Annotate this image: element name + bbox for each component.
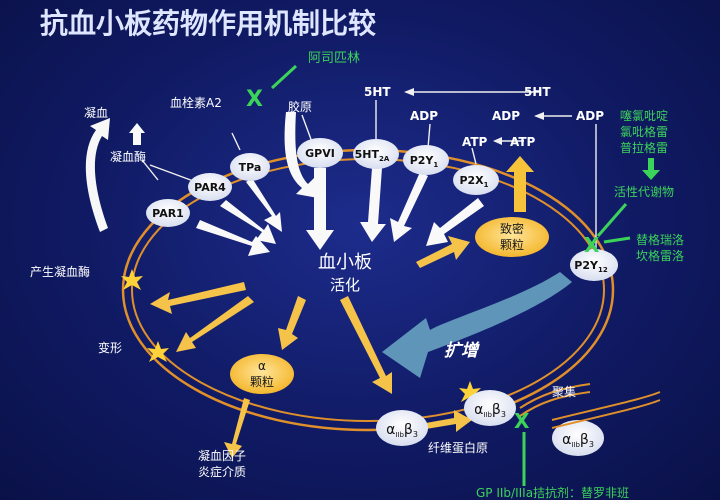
amplification-label: 扩增 bbox=[444, 341, 480, 361]
thienopyridine-label-3: 普拉格雷 bbox=[620, 140, 668, 155]
adp-label-1: ADP bbox=[410, 109, 438, 123]
thienopyridine-label-2: 氯吡格雷 bbox=[620, 124, 668, 139]
arrowhead-icon bbox=[534, 112, 544, 120]
pointer-line bbox=[471, 147, 477, 165]
aspirin-label: 阿司匹林 bbox=[308, 51, 360, 66]
coag-factors-label-2: 炎症介质 bbox=[198, 464, 246, 479]
serotonin-label-top: 5HT bbox=[364, 85, 391, 99]
receptor-p2y12: P2Y12 bbox=[570, 249, 618, 281]
svg-text:P2X1: P2X1 bbox=[459, 174, 488, 189]
secretion-arrows bbox=[150, 236, 472, 458]
fibrinogen-lines bbox=[519, 383, 661, 429]
platelet-activation-label-2: 活化 bbox=[330, 276, 360, 294]
receptor-5ht2a: 5HT2A bbox=[353, 139, 399, 169]
pointer-line bbox=[427, 123, 431, 149]
adp-label-2: ADP bbox=[492, 109, 520, 123]
metabolite-pointer bbox=[596, 203, 628, 237]
svg-text:P2Y12: P2Y12 bbox=[574, 259, 608, 274]
pointer-line bbox=[231, 132, 241, 151]
alpha-granule bbox=[230, 354, 294, 394]
svg-text:P2Y1: P2Y1 bbox=[410, 154, 439, 169]
collagen-label: 胶原 bbox=[288, 99, 312, 114]
fibrinogen-label: 纤维蛋白原 bbox=[428, 440, 488, 455]
svg-text:PAR1: PAR1 bbox=[152, 207, 184, 220]
gpvi-curved-arrow bbox=[284, 112, 318, 198]
ticagrelor-pointer bbox=[603, 236, 631, 244]
receptor-p2y1: P2Y1 bbox=[403, 145, 449, 175]
dense-granule-label-1: 致密 bbox=[500, 221, 524, 236]
atp-label-2: ATP bbox=[510, 135, 536, 149]
ticagrelor-label-2: 坎格雷洛 bbox=[636, 248, 684, 263]
svg-text:5HT2A: 5HT2A bbox=[355, 148, 390, 163]
dense-granule bbox=[475, 217, 549, 257]
svg-text:αIIbβ3: αIIbβ3 bbox=[474, 402, 506, 419]
up-arrow-icon bbox=[129, 123, 145, 145]
integrin-receptor-2: αIIbβ3 bbox=[464, 390, 516, 426]
inhibit-x-icon: X bbox=[246, 87, 263, 112]
pointer-line bbox=[301, 114, 313, 143]
amplification-arrow bbox=[382, 272, 572, 378]
activation-arrows bbox=[196, 168, 484, 256]
svg-text:TPa: TPa bbox=[239, 161, 262, 174]
serotonin-label-right: 5HT bbox=[524, 85, 551, 99]
inhibit-x-icon: X bbox=[514, 409, 530, 433]
svg-text:GPVI: GPVI bbox=[305, 147, 335, 160]
starburst-icon bbox=[147, 341, 169, 362]
aggregation-label: 聚集 bbox=[552, 384, 576, 399]
atp-label-1: ATP bbox=[462, 135, 488, 149]
svg-text:αIIbβ3: αIIbβ3 bbox=[386, 422, 418, 439]
page-title: 抗血小板药物作用机制比较 bbox=[40, 7, 376, 40]
dense-granule-label-2: 颗粒 bbox=[500, 237, 524, 252]
receptor-p2x1: P2X1 bbox=[453, 165, 499, 195]
shape-change-label: 变形 bbox=[98, 340, 122, 355]
inhibit-x-icon: X bbox=[584, 233, 600, 257]
generate-thrombin-label: 产生凝血酶 bbox=[30, 264, 90, 279]
thienopyridine-label-1: 噻氯吡啶 bbox=[620, 108, 668, 123]
gp-inhibitor-label: GP IIb/IIIa拮抗剂：替罗非班 bbox=[476, 485, 629, 500]
arrowhead-icon bbox=[404, 88, 414, 96]
platelet-activation-label-1: 血小板 bbox=[318, 252, 372, 273]
integrin-receptor-3: αIIbβ3 bbox=[552, 420, 604, 456]
aspirin-pointer bbox=[270, 64, 298, 90]
down-arrow-icon bbox=[642, 158, 660, 180]
receptor-par4: PAR4 bbox=[188, 173, 232, 201]
coagulation-hook-arrow bbox=[85, 118, 110, 232]
coagulation-label: 凝血 bbox=[84, 105, 108, 120]
atp-up-arrow bbox=[506, 156, 534, 212]
receptor-par1: PAR1 bbox=[146, 199, 190, 227]
alpha-granule-label-2: 颗粒 bbox=[250, 374, 274, 389]
receptor-tpa: TPa bbox=[230, 153, 270, 181]
pointer-line bbox=[149, 164, 197, 183]
ticagrelor-label-1: 替格瑞洛 bbox=[636, 232, 684, 247]
active-metabolite-label: 活性代谢物 bbox=[614, 184, 674, 199]
pointer-line bbox=[141, 159, 159, 181]
receptor-gpvi: GPVI bbox=[297, 138, 343, 168]
thromboxane-label: 血栓素A2 bbox=[170, 95, 222, 110]
thrombin-label: 凝血酶 bbox=[110, 149, 146, 164]
integrin-receptor-1: αIIbβ3 bbox=[376, 410, 428, 446]
starburst-icon bbox=[121, 269, 143, 290]
adp-label-3: ADP bbox=[576, 109, 604, 123]
svg-text:PAR4: PAR4 bbox=[194, 181, 226, 194]
arrowhead-icon bbox=[493, 137, 502, 145]
alpha-granule-label-1: α bbox=[258, 359, 266, 373]
coag-factors-label-1: 凝血因子 bbox=[198, 448, 246, 463]
svg-text:αIIbβ3: αIIbβ3 bbox=[562, 432, 594, 449]
